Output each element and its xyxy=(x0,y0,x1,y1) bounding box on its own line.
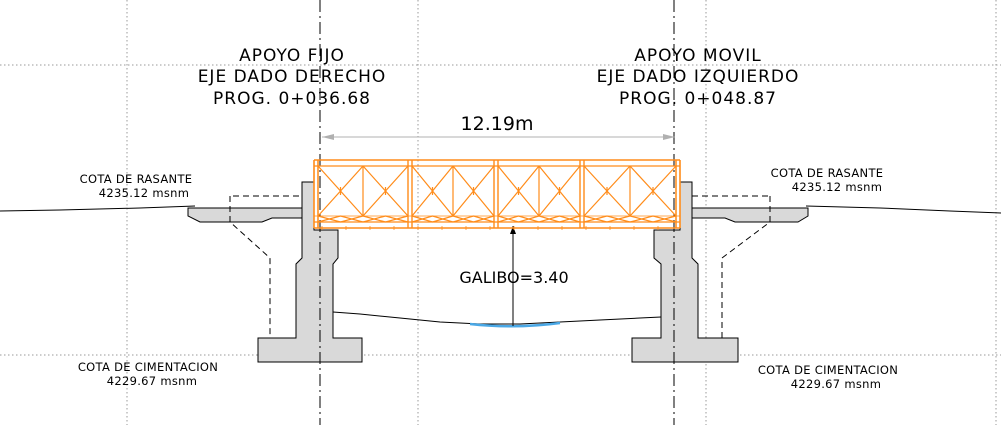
support-axes xyxy=(319,0,675,425)
left-support-title: APOYO FIJO xyxy=(239,46,345,66)
left-approach-slab xyxy=(187,207,313,223)
left-rasante-value: 4235.12 msnm xyxy=(99,186,190,200)
water-surface xyxy=(469,321,561,328)
river-bed xyxy=(332,311,662,325)
span-arrow-left xyxy=(322,134,334,140)
ground-profile-right xyxy=(805,205,1001,214)
right-support-chainage: PROG. 0+048.87 xyxy=(619,89,777,109)
excavation-outlines xyxy=(229,195,771,338)
right-abutment xyxy=(631,181,739,363)
right-rasante-label: COTA DE RASANTE xyxy=(771,166,884,180)
span-length-label: 12.19m xyxy=(461,113,534,135)
right-approach-slab xyxy=(689,207,809,223)
left-cimentacion-value: 4229.67 msnm xyxy=(107,374,198,388)
left-support-chainage: PROG. 0+036.68 xyxy=(213,89,371,109)
clearance-arrow xyxy=(510,226,516,234)
clearance-label: GALIBO=3.40 xyxy=(459,268,568,287)
left-support-axis: EJE DADO DERECHO xyxy=(198,67,387,87)
right-cimentacion-value: 4229.67 msnm xyxy=(791,377,882,391)
bailey-truss xyxy=(313,159,681,230)
span-arrow-right xyxy=(663,134,675,140)
right-rasante-value: 4235.12 msnm xyxy=(792,180,883,194)
left-cimentacion-label: COTA DE CIMENTACION xyxy=(78,360,218,374)
right-support-axis: EJE DADO IZQUIERDO xyxy=(597,67,800,87)
right-support-title: APOYO MOVIL xyxy=(634,46,761,66)
ground-profile-left xyxy=(0,205,196,212)
left-rasante-label: COTA DE RASANTE xyxy=(80,172,193,186)
right-cimentacion-label: COTA DE CIMENTACION xyxy=(758,363,898,377)
